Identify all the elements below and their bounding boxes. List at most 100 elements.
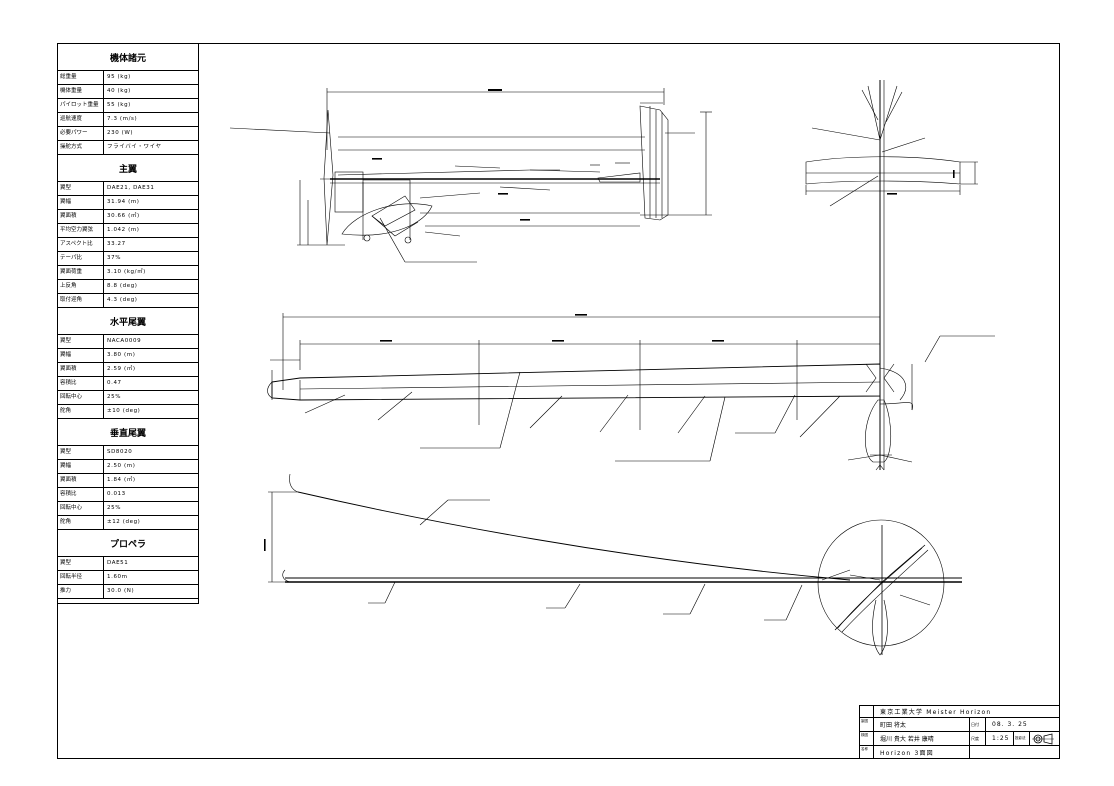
spec-key: パイロット重量	[58, 99, 104, 112]
spec-value: 4.3 (deg)	[107, 297, 138, 303]
spec-value: NACA0009	[107, 338, 142, 344]
spec-key: 翼面積	[58, 363, 104, 376]
side-view	[229, 88, 712, 263]
spec-section-title: 水平尾翼	[58, 308, 198, 335]
designer-name: 町田 将太	[874, 718, 970, 731]
spec-section-title: 垂直尾翼	[58, 419, 198, 446]
spec-value: 30.66 (㎡)	[107, 213, 140, 219]
bottom-view	[268, 473, 962, 656]
spec-value: 8.8 (deg)	[107, 283, 138, 289]
spec-value: DAE51	[107, 560, 129, 566]
spec-value: 0.013	[107, 491, 126, 497]
projection-symbol-icon	[1030, 732, 1060, 745]
front-view	[805, 80, 978, 471]
spec-key: 回転中心	[58, 391, 104, 404]
checker-names: 堀川 貴大 若井 康晴	[874, 732, 970, 745]
date-value: 08. 3. 25	[992, 721, 1028, 728]
spec-key: 翼型	[58, 182, 104, 195]
spec-value: 3.10 (kg/㎡)	[107, 269, 146, 275]
spec-key: 舵角	[58, 516, 104, 529]
spec-value: 7.3 (m/s)	[107, 116, 138, 122]
spec-key: 翼面積	[58, 210, 104, 223]
spec-value: DAE21, DAE31	[107, 185, 155, 191]
spec-value: 3.80 (m)	[107, 352, 136, 358]
spec-key: 機体重量	[58, 85, 104, 98]
spec-key: 操舵方式	[58, 141, 104, 154]
spec-key: 巡航速度	[58, 113, 104, 126]
spec-key: テーパ比	[58, 252, 104, 265]
scale-value: 1:25	[986, 732, 1014, 745]
spec-key: 翼幅	[58, 460, 104, 473]
spec-key: 翼面積	[58, 474, 104, 487]
spec-key: アスペクト比	[58, 238, 104, 251]
title-block: 東京工業大学 Meister Horizon 製図 町田 将太 日付 08. 3…	[859, 705, 1060, 759]
spec-key: 舵角	[58, 405, 104, 418]
spec-key: 翼面荷重	[58, 266, 104, 279]
team-name: 東京工業大学 Meister Horizon	[880, 709, 992, 716]
spec-value: ±10 (deg)	[107, 408, 141, 414]
top-view	[267, 313, 995, 462]
projection-key: 投影法	[1014, 732, 1030, 745]
spec-value: 95 (kg)	[107, 74, 131, 80]
spec-value: 55 (kg)	[107, 102, 131, 108]
spec-value: 37%	[107, 255, 122, 261]
spec-value: ±12 (deg)	[107, 519, 141, 525]
spec-key: 取付迎角	[58, 294, 104, 307]
spec-value: 31.94 (m)	[107, 199, 140, 205]
spec-value: 30.0 (N)	[107, 588, 135, 594]
spec-row: 舵角±12 (deg)	[58, 516, 198, 530]
spec-key: 翼幅	[58, 349, 104, 362]
spec-key: 翼型	[58, 446, 104, 459]
spec-section-title: 機体諸元	[58, 44, 198, 71]
spec-value: 25%	[107, 394, 122, 400]
spec-row: 舵角±10 (deg)	[58, 405, 198, 419]
spec-key: 推力	[58, 585, 104, 598]
spec-value: 1.042 (m)	[107, 227, 140, 233]
spec-value: 33.27	[107, 241, 126, 247]
spec-section-title: プロペラ	[58, 530, 198, 557]
spec-value: 25%	[107, 505, 122, 511]
spec-key: 回転中心	[58, 502, 104, 515]
spec-key: 総重量	[58, 71, 104, 84]
spec-value: SD8020	[107, 449, 133, 455]
spec-key: 翼型	[58, 557, 104, 570]
spec-value: 0.47	[107, 380, 122, 386]
spec-key: 回転半径	[58, 571, 104, 584]
row-key-checker: 検図	[860, 732, 874, 745]
drawing-name: Horizon 3面図	[874, 746, 970, 759]
spec-value: 2.59 (㎡)	[107, 366, 136, 372]
spec-key: 平均空力翼弦	[58, 224, 104, 237]
row-key-drafter: 製図	[860, 718, 874, 731]
scale-key: 尺度	[970, 732, 986, 745]
spec-value: 40 (kg)	[107, 88, 131, 94]
spec-value: 2.50 (m)	[107, 463, 136, 469]
spec-value: 1.84 (㎡)	[107, 477, 136, 483]
date-key: 日付	[970, 718, 986, 731]
spec-key: 容積比	[58, 488, 104, 501]
